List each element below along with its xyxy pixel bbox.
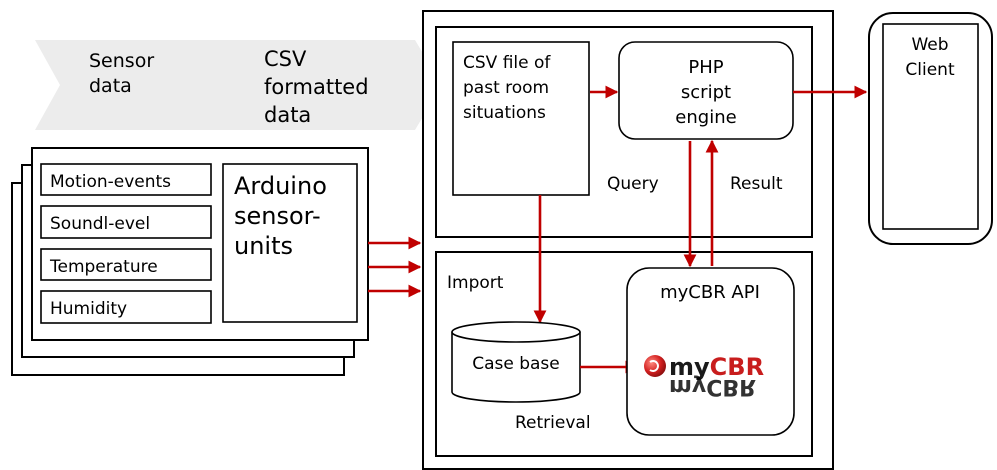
mycbr-api-label: myCBR API <box>660 282 760 303</box>
sensor-item-motion <box>40 163 212 196</box>
mycbr-logo-icon: myCBR myCBR <box>644 353 764 399</box>
php-engine-line1: PHP <box>688 57 723 78</box>
web-client-line2: Client <box>905 60 955 80</box>
retrieval-label: Retrieval <box>515 413 591 433</box>
sensor-item-sound-label: Soundl-evel <box>50 214 150 234</box>
php-engine-line3: engine <box>675 107 736 128</box>
case-base-cylinder: Case base <box>451 321 581 403</box>
csv-file-box <box>452 41 590 196</box>
sensor-to-server-arrows <box>368 236 422 298</box>
php-engine-line2: script <box>681 82 731 103</box>
csv-file-line3: situations <box>463 103 546 123</box>
sensor-item-humidity-label: Humidity <box>50 299 127 319</box>
web-client: Web Client <box>868 12 993 245</box>
import-label: Import <box>447 273 504 293</box>
php-engine-box <box>618 41 794 140</box>
chevron-csv-data-line1: CSV <box>264 47 307 71</box>
mycbr-logo-text: myCBR <box>669 353 764 381</box>
chevron-sensor-data: Sensor data <box>35 40 238 130</box>
arduino-unit-line2: sensor- <box>234 202 321 230</box>
mycbr-logo-reflection: myCBR <box>669 374 756 399</box>
result-label: Result <box>730 174 783 194</box>
arduino-unit-line3: units <box>234 232 293 260</box>
csv-file-line1: CSV file of <box>463 53 551 73</box>
web-client-screen <box>882 23 979 230</box>
chevron-sensor-data-line2: data <box>89 75 132 97</box>
server-box: CSV file of past room situations PHP scr… <box>422 10 834 470</box>
sensor-item-temperature <box>40 248 212 281</box>
web-client-line1: Web <box>911 35 948 55</box>
sensor-item-temperature-label: Temperature <box>49 257 158 277</box>
arduino-unit-line1: Arduino <box>234 172 327 200</box>
mycbr-api-box <box>626 267 795 436</box>
query-label: Query <box>607 174 659 194</box>
csv-file-line2: past room <box>463 78 549 98</box>
chevron-csv-data: CSV formatted data <box>210 40 442 130</box>
sensor-item-sound <box>40 205 212 239</box>
sensor-unit-stack: Motion-events Soundl-evel Temperature Hu… <box>11 147 369 376</box>
arduino-unit-box <box>222 163 358 323</box>
sensor-item-motion-label: Motion-events <box>50 172 171 192</box>
case-base-label: Case base <box>472 354 560 374</box>
chevron-csv-data-line3: data <box>264 103 311 127</box>
chevron-csv-data-line2: formatted <box>264 75 369 99</box>
chevron-sensor-data-line1: Sensor <box>89 50 154 72</box>
sensor-item-humidity <box>40 290 212 324</box>
